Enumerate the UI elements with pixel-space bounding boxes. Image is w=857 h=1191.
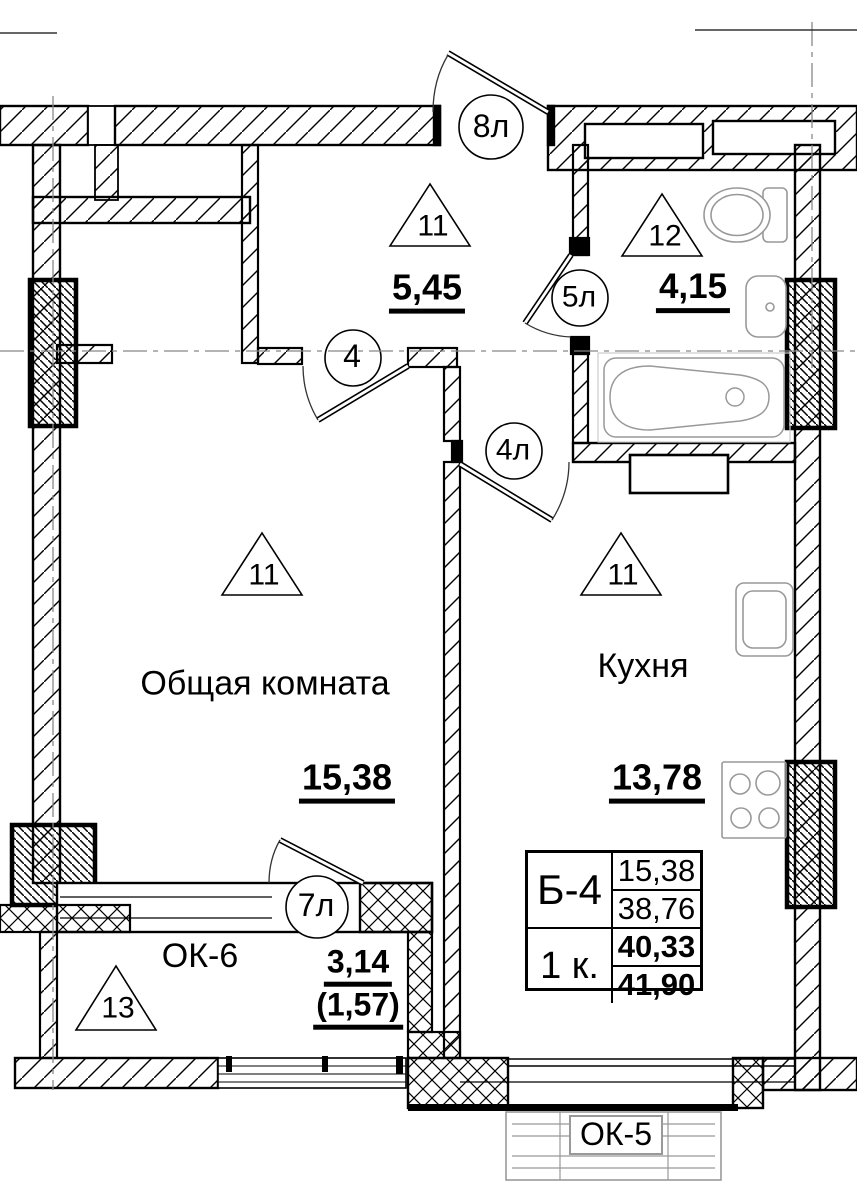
door-label-kitchen: 4л	[495, 433, 531, 467]
room-name-living: Общая комната	[140, 664, 390, 703]
bath-sink	[745, 275, 787, 338]
zone-balcony: 13	[101, 991, 135, 1025]
window-ok6	[217, 1056, 407, 1089]
area-hall: 5,45	[388, 268, 466, 314]
window-label-ok5: ОК-5	[580, 1116, 652, 1153]
toilet	[703, 187, 788, 243]
zone-kitchen: 11	[607, 558, 639, 592]
area-kitchen: 13,78	[608, 758, 706, 804]
window-ok5	[505, 1111, 722, 1181]
door-label-entry: 8л	[472, 108, 510, 145]
zone-marker-triangles	[74, 182, 704, 1031]
door-label-living: 4	[343, 338, 361, 375]
zone-bath: 12	[648, 219, 682, 253]
area-living: 15,38	[298, 758, 396, 804]
living-area-cell: 15,38	[611, 853, 700, 889]
door-label-balcony: 7л	[297, 887, 335, 924]
inner-walls	[55, 143, 797, 1060]
bathtub	[597, 352, 791, 443]
dense-piers	[9, 277, 838, 910]
flat-type-cell: Б-4	[537, 866, 602, 913]
zone-hall: 11	[417, 209, 449, 243]
stove	[721, 761, 787, 839]
axis-lines	[0, 22, 857, 1090]
edge-ticks	[0, 29, 857, 34]
kitchen-sink	[735, 582, 794, 657]
area-balcony: 3,14	[323, 945, 393, 987]
door-leaves	[268, 50, 574, 886]
rooms-count-cell: 1 к.	[528, 927, 611, 1003]
area-balcony-coeff: (1,57)	[313, 988, 403, 1030]
flat-area-cell: 38,76	[611, 889, 700, 927]
door-label-bath: 5л	[561, 280, 597, 314]
door-marker-circles	[285, 94, 609, 939]
balcony-walls	[0, 881, 857, 1111]
outer-walls	[0, 104, 857, 1092]
summary-table: Б-4 15,38 38,76 1 к. 40,33 41,90	[525, 850, 703, 1003]
window-label-ok6: ОК-6	[161, 937, 239, 976]
zone-living: 11	[248, 558, 280, 592]
area-bath: 4,15	[655, 268, 731, 313]
total-area-with-balcony-cell: 41,90	[611, 965, 700, 1003]
room-name-kitchen: Кухня	[597, 647, 689, 686]
total-area-cell: 40,33	[611, 927, 700, 965]
